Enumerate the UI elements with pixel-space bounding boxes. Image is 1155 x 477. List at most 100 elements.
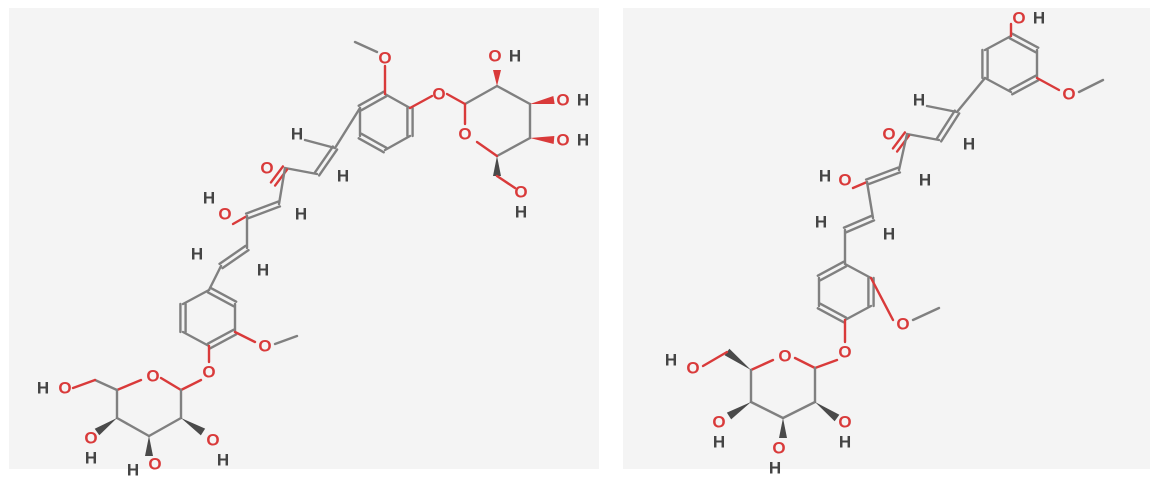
- wedge-bond: [815, 402, 840, 422]
- bond-line: [897, 132, 909, 172]
- oxygen-atom-label: O: [218, 205, 231, 224]
- bond-line: [353, 40, 379, 54]
- double-bond-line: [209, 286, 238, 303]
- bond-line: [495, 84, 532, 106]
- bond-line: [749, 358, 775, 372]
- oxygen-atom-label: O: [712, 413, 725, 432]
- oxygen-atom-label: O: [206, 431, 219, 450]
- hydrogen-atom-label: H: [665, 351, 677, 370]
- bond-line: [475, 140, 499, 158]
- double-bond-line: [939, 112, 961, 143]
- oxygen-atom-label: O: [260, 159, 273, 178]
- bond-line: [181, 330, 211, 348]
- double-bond-line: [816, 260, 845, 277]
- hydrogen-atom-label: H: [515, 203, 527, 222]
- bond-line: [207, 264, 223, 292]
- oxygen-atom-label: O: [896, 315, 909, 334]
- oxygen-atom-label: O: [838, 413, 851, 432]
- wedge-bond: [724, 348, 751, 370]
- double-bond-line: [842, 214, 874, 229]
- hydrogen-atom-label: H: [769, 459, 781, 477]
- hydrogen-atom-label: H: [291, 125, 303, 144]
- bond-line: [71, 378, 97, 390]
- hydrogen-atom-label: H: [127, 461, 139, 477]
- double-bond-line: [218, 244, 247, 266]
- bond-line: [283, 166, 319, 176]
- bond-line: [983, 34, 1013, 52]
- oxygen-atom-label: O: [58, 379, 71, 398]
- wedge-bond: [493, 156, 501, 176]
- bond-line: [865, 180, 875, 220]
- bond-line: [905, 132, 941, 142]
- wedge-bond: [145, 436, 153, 456]
- bond-line: [147, 416, 183, 438]
- bond-line: [233, 330, 257, 344]
- double-bond-line: [1011, 79, 1040, 96]
- bond-line: [781, 400, 817, 420]
- wedge-bond: [530, 136, 555, 144]
- double-bond-line: [246, 205, 282, 220]
- hydrogen-atom-label: H: [577, 131, 589, 150]
- oxygen-atom-label: O: [1012, 9, 1025, 28]
- hydrogen-atom-label: H: [85, 449, 97, 468]
- oxygen-atom-label: O: [686, 359, 699, 378]
- hydrogen-atom-label: H: [815, 213, 827, 232]
- hydrogen-atom-label: H: [577, 91, 589, 110]
- double-bond-line: [357, 137, 385, 154]
- wedge-bond: [94, 418, 117, 436]
- bond-line: [793, 356, 817, 370]
- oxygen-atom-label: O: [84, 429, 97, 448]
- hydrogen-atom-label: H: [913, 91, 925, 110]
- bond-line: [333, 106, 362, 150]
- wedge-bond: [779, 418, 787, 438]
- double-bond-line: [206, 328, 235, 345]
- hydrogen-atom-label: H: [203, 189, 215, 208]
- bond-line: [813, 358, 839, 370]
- hydrogen-atom-label: H: [509, 47, 521, 66]
- bond-line: [115, 378, 143, 392]
- hydrogen-atom-label: H: [295, 205, 307, 224]
- bond-line: [1035, 76, 1061, 92]
- bond-line: [277, 166, 287, 206]
- double-bond-line: [866, 171, 902, 186]
- oxygen-atom-label: O: [882, 125, 895, 144]
- bond-line: [925, 104, 959, 114]
- bond-line: [303, 138, 337, 150]
- hydrogen-atom-label: H: [713, 433, 725, 452]
- bond-line: [749, 400, 785, 420]
- bond-line: [955, 76, 987, 114]
- bond-line: [869, 276, 895, 322]
- double-bond-line: [816, 307, 845, 324]
- double-bond-line: [317, 148, 339, 177]
- bond-line: [383, 92, 412, 110]
- bond-line: [383, 134, 412, 152]
- hydrogen-atom-label: H: [819, 167, 831, 186]
- bond-line: [701, 350, 729, 368]
- oxygen-atom-label: O: [778, 347, 791, 366]
- hydrogen-atom-label: H: [883, 225, 895, 244]
- double-bond-line: [819, 265, 848, 282]
- double-bond-line: [935, 109, 957, 140]
- hydrogen-atom-label: H: [337, 167, 349, 186]
- bond-line: [843, 304, 873, 322]
- hydrogen-atom-label: H: [963, 135, 975, 154]
- bond-line: [463, 84, 499, 106]
- double-bond-line: [360, 95, 388, 112]
- wedge-bond: [726, 402, 751, 420]
- oxygen-atom-label: O: [258, 337, 271, 356]
- hydrogen-atom-label: H: [1033, 9, 1045, 28]
- bond-line: [495, 136, 532, 158]
- bond-line: [1077, 78, 1105, 94]
- double-bond-line: [357, 90, 385, 107]
- double-bond-line: [209, 333, 238, 350]
- oxygen-atom-label: O: [148, 455, 161, 474]
- double-bond-line: [1011, 32, 1040, 49]
- oxygen-atom-label: O: [556, 131, 569, 150]
- bond-line: [273, 334, 299, 346]
- double-bond-line: [891, 131, 907, 150]
- oxygen-atom-label: O: [458, 125, 471, 144]
